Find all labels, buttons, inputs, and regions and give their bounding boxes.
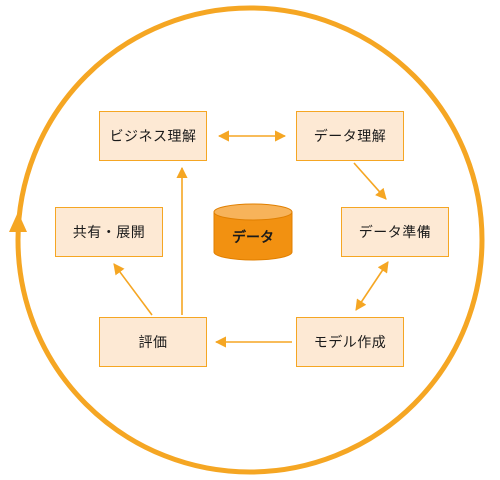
outer-cycle-circle (15, 5, 485, 475)
node-business-understanding: ビジネス理解 (99, 111, 207, 161)
data-cylinder (213, 203, 293, 261)
edge-evaluation-deployment (113, 263, 153, 316)
node-deployment: 共有・展開 (55, 207, 163, 257)
outer-cycle-arrowhead (9, 212, 27, 232)
edge-data-understanding-preparation (353, 162, 387, 200)
node-data-understanding: データ理解 (296, 111, 404, 161)
edge-preparation-modeling (355, 261, 389, 311)
data-cylinder-label: データ (232, 230, 274, 246)
node-evaluation: 評価 (99, 317, 207, 367)
node-modeling: モデル作成 (296, 317, 404, 367)
node-data-preparation: データ準備 (341, 207, 449, 257)
